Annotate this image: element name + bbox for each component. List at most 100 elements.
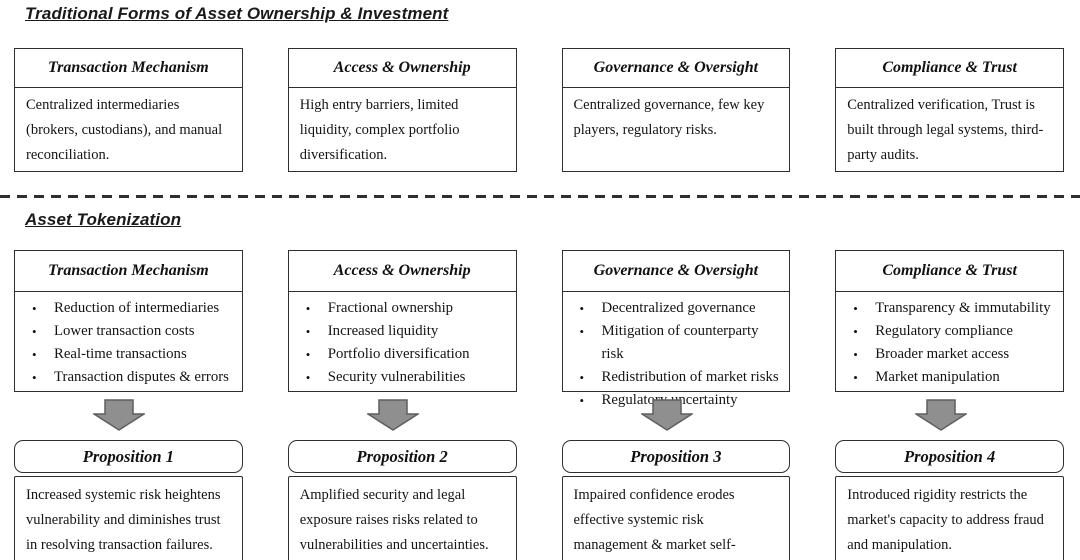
traditional-boxes-row: Transaction Mechanism Centralized interm… <box>14 48 1064 172</box>
bullet-text: Decentralized governance <box>601 300 756 316</box>
bullet-text: Market manipulation <box>875 369 1000 385</box>
bullet-item: • Portfolio diversification <box>306 343 510 366</box>
arrows-row <box>14 399 1064 431</box>
arrow-shape <box>640 399 693 431</box>
tokenization-box-access-ownership: Access & Ownership • Fractional ownership… <box>287 250 517 392</box>
arrow-cell <box>5 399 234 431</box>
bullet-list: • Transparency & immutability • Regulatory… <box>836 297 1063 389</box>
proposition-header: Proposition 3 <box>561 440 791 473</box>
proposition-body: Amplified security and legal exposure ra… <box>287 476 517 560</box>
bullet-text: Transaction disputes & errors <box>54 369 229 385</box>
bullet-icon: • <box>32 347 37 362</box>
bullet-list: • Fractional ownership • Increased liquidi… <box>289 297 516 389</box>
proposition-4: Proposition 4 Introduced rigidity restri… <box>835 440 1064 560</box>
bullet-icon: • <box>305 324 311 339</box>
bullet-icon: • <box>579 301 585 316</box>
bullet-text: Mitigation of counterparty risk <box>601 323 759 362</box>
bullet-text: Lower transaction costs <box>54 323 195 339</box>
box-body: Centralized intermediaries (brokers, cus… <box>26 97 223 163</box>
bullet-item: • Security vulnerabilities <box>306 366 510 389</box>
bullet-item: • Increased liquidity <box>306 320 510 343</box>
bullet-item: • Market manipulation <box>853 366 1057 389</box>
bullet-text: Reduction of intermediaries <box>54 300 220 316</box>
bullet-list: • Reduction of intermediaries • Lower tran… <box>15 297 242 389</box>
proposition-body: Increased systemic risk heightens vulner… <box>14 476 243 560</box>
bullet-item: • Regulatory compliance <box>853 320 1057 343</box>
bullet-icon: • <box>853 324 858 339</box>
traditional-section-title: Traditional Forms of Asset Ownership & I… <box>25 4 449 23</box>
arrow-shape <box>93 399 146 431</box>
bullet-text: Portfolio diversification <box>327 346 470 362</box>
box-body: Centralized verification, Trust is built… <box>847 97 1044 163</box>
arrow-shape <box>367 399 420 431</box>
bullet-item: • Transaction disputes & errors <box>32 366 236 389</box>
bullet-icon: • <box>32 370 37 385</box>
bullet-item: • Lower transaction costs <box>32 320 236 343</box>
bullet-icon: • <box>853 347 858 362</box>
box-body: High entry barriers, limited liquidity, … <box>299 97 460 163</box>
bullet-icon: • <box>32 301 37 316</box>
box-header: Transaction Mechanism <box>15 49 242 88</box>
proposition-1: Proposition 1 Increased systemic risk he… <box>14 440 243 560</box>
propositions-row: Proposition 1 Increased systemic risk he… <box>14 440 1064 560</box>
bullet-text: Transparency & immutability <box>875 300 1051 316</box>
proposition-body: Impaired confidence erodes effective sys… <box>561 476 791 560</box>
arrow-cell <box>826 399 1055 431</box>
tokenization-box-governance-oversight: Governance & Oversight • Decentralized go… <box>561 250 791 408</box>
proposition-header: Proposition 1 <box>14 440 243 473</box>
bullet-icon: • <box>853 301 858 316</box>
tokenization-box-compliance-trust: Compliance & Trust • Transparency & immut… <box>835 250 1064 392</box>
bullet-item: •Broader market access <box>853 343 1057 366</box>
arrow-cell <box>279 399 508 431</box>
bullet-icon: • <box>853 370 858 385</box>
arrow-cell <box>553 399 782 431</box>
traditional-box-transaction-mechanism: Transaction Mechanism Centralized interm… <box>14 48 243 172</box>
down-block-arrow-icon <box>914 399 967 431</box>
box-header: Access & Ownership <box>288 49 516 88</box>
box-header: Transaction Mechanism <box>15 251 242 292</box>
arrow-shape <box>914 399 967 431</box>
bullet-text: Security vulnerabilities <box>327 369 466 385</box>
traditional-box-governance-oversight: Governance & Oversight Centralized gover… <box>561 48 791 172</box>
bullet-icon: • <box>579 393 585 408</box>
bullet-icon: • <box>305 301 311 316</box>
bullet-item: • Decentralized governance <box>580 297 784 320</box>
proposition-header: Proposition 2 <box>287 440 517 473</box>
box-header: Compliance & Trust <box>836 251 1063 292</box>
bullet-icon: • <box>305 347 311 362</box>
proposition-2: Proposition 2 Amplified security and leg… <box>287 440 517 560</box>
proposition-body: Introduced rigidity restricts the market… <box>835 476 1064 560</box>
down-block-arrow-icon <box>93 399 146 431</box>
box-header: Governance & Oversight <box>562 49 790 88</box>
box-header: Access & Ownership <box>288 251 516 292</box>
proposition-3: Proposition 3 Impaired confidence erodes… <box>561 440 791 560</box>
box-header: Compliance & Trust <box>836 49 1063 88</box>
bullet-icon: • <box>579 370 585 385</box>
bullet-icon: • <box>579 324 585 339</box>
tokenization-box-transaction-mechanism: Transaction Mechanism • Reduction of inte… <box>14 250 243 392</box>
section-divider-dashed-line <box>0 195 1080 198</box>
bullet-item: • Transparency & immutability <box>853 297 1057 320</box>
bullet-icon: • <box>305 370 311 385</box>
bullet-text: Fractional ownership <box>327 300 454 316</box>
bullet-item: • Reduction of intermediaries <box>32 297 236 320</box>
bullet-item: • Mitigation of counterparty risk <box>580 320 784 366</box>
tokenization-boxes-row: Transaction Mechanism • Reduction of inte… <box>14 250 1064 408</box>
bullet-list: • Decentralized governance • Mitigation of… <box>563 297 790 412</box>
proposition-header: Proposition 4 <box>835 440 1064 473</box>
bullet-icon: • <box>32 324 37 339</box>
bullet-text: Real-time transactions <box>54 346 187 362</box>
box-header: Governance & Oversight <box>562 251 790 292</box>
tokenization-section-title: Asset Tokenization <box>25 210 182 229</box>
bullet-text: Redistribution of market risks <box>601 369 779 385</box>
down-block-arrow-icon <box>640 399 693 431</box>
bullet-item: • Fractional ownership <box>306 297 510 320</box>
traditional-box-access-ownership: Access & Ownership High entry barriers, … <box>287 48 517 172</box>
bullet-item: • Redistribution of market risks <box>580 366 784 389</box>
box-body: Centralized governance, few key players,… <box>573 97 765 138</box>
traditional-box-compliance-trust: Compliance & Trust Centralized verificat… <box>835 48 1064 172</box>
bullet-item: • Real-time transactions <box>32 343 236 366</box>
bullet-text: Increased liquidity <box>327 323 439 339</box>
bullet-text: Regulatory compliance <box>875 323 1013 339</box>
